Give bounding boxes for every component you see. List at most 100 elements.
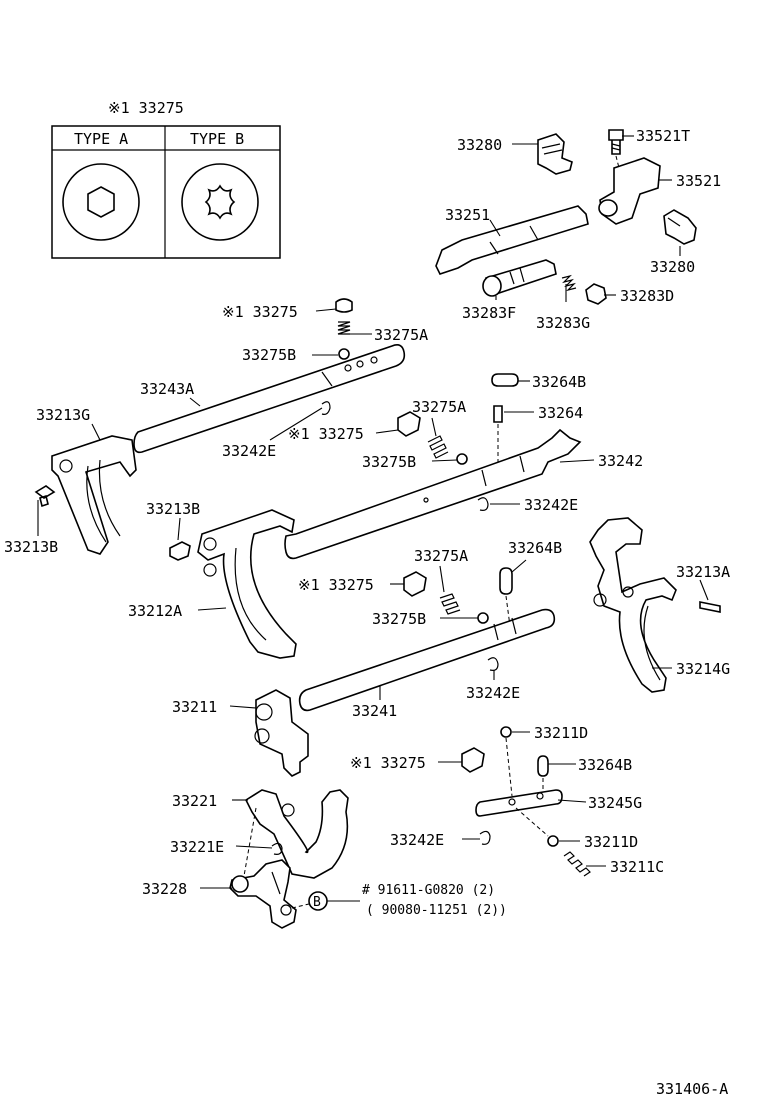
shaft-33245G xyxy=(475,789,563,817)
fork-33213G-body xyxy=(51,435,137,555)
label-33264: 33264 xyxy=(538,404,583,422)
label-33275-1: ※1 33275 xyxy=(222,303,298,321)
pin-33264B-1 xyxy=(491,373,519,387)
label-33275-3: ※1 33275 xyxy=(298,576,374,594)
circlip-33242E-1 xyxy=(321,401,331,415)
label-33242E-4: 33242E xyxy=(390,831,444,849)
spring-33275A-1 xyxy=(337,321,351,335)
pin-33213A xyxy=(699,601,721,613)
label-33211D-1: 33211D xyxy=(534,724,588,742)
bolt-33213B-left xyxy=(34,485,56,508)
bolt-33275-4 xyxy=(461,747,485,773)
label-33213A: 33213A xyxy=(676,563,730,581)
label-bolt-1: # 91611-G0820 (2) xyxy=(362,883,495,898)
type-a-label: TYPE A xyxy=(74,130,128,148)
label-bolt-2: ( 90080-11251 (2)) xyxy=(366,903,507,918)
label-33264B-2: 33264B xyxy=(508,539,562,557)
label-33211: 33211 xyxy=(172,698,217,716)
pin-33264B-2 xyxy=(499,567,513,595)
circlip-33242E-3 xyxy=(487,657,499,671)
spring-33275A-2 xyxy=(427,435,449,459)
torx-socket-icon xyxy=(204,184,236,220)
spring-33275A-3 xyxy=(439,593,461,615)
label-33264B-3: 33264B xyxy=(578,756,632,774)
label-33242E-1: 33242E xyxy=(222,442,276,460)
fork-33214G xyxy=(589,517,721,693)
label-33275B-2: 33275B xyxy=(362,453,416,471)
part-labels: 33280 33521T 33521 33251 33280 33283F 33… xyxy=(4,127,730,1098)
label-33283G: 33283G xyxy=(536,314,590,332)
circlip-33221E xyxy=(271,842,283,855)
label-33211D-2: 33211D xyxy=(584,833,638,851)
label-33221E: 33221E xyxy=(170,838,224,856)
ball-33275B-3 xyxy=(477,612,489,624)
bolt-33275-3 xyxy=(403,571,427,597)
label-33214G: 33214G xyxy=(676,660,730,678)
pin-33264 xyxy=(493,405,503,423)
shaft-33242 xyxy=(284,428,582,560)
bolt-33213B-mid xyxy=(169,541,191,561)
fork-33213G xyxy=(34,435,137,555)
plug-33280-right xyxy=(663,209,697,245)
lever-33211 xyxy=(255,689,309,777)
label-33275A-1: 33275A xyxy=(374,326,428,344)
label-33275B-3: 33275B xyxy=(372,610,426,628)
bolt-33275-1 xyxy=(335,298,353,313)
ball-33275B-1 xyxy=(338,348,350,360)
label-33242E-2: 33242E xyxy=(524,496,578,514)
label-33275B-1: 33275B xyxy=(242,346,296,364)
shaft-33241-group xyxy=(298,567,556,712)
spring-33211C xyxy=(563,851,591,877)
label-33264B-1: 33264B xyxy=(532,373,586,391)
lever-33228 xyxy=(229,859,297,929)
label-33241: 33241 xyxy=(352,702,397,720)
label-33213G: 33213G xyxy=(36,406,90,424)
label-33280-top: 33280 xyxy=(457,136,502,154)
bolt-33521T xyxy=(608,129,624,155)
diagram-id: 331406-A xyxy=(656,1080,728,1098)
label-33280-right: 33280 xyxy=(650,258,695,276)
type-b-label: TYPE B xyxy=(190,130,244,148)
label-33521T: 33521T xyxy=(636,127,690,145)
circlip-33242E-4 xyxy=(479,830,491,845)
label-33221: 33221 xyxy=(172,792,217,810)
label-33212A: 33212A xyxy=(128,602,182,620)
shaft-33242-group xyxy=(284,373,582,560)
label-33283F: 33283F xyxy=(462,304,516,322)
label-33521: 33521 xyxy=(676,172,721,190)
shift-lever-33251 xyxy=(435,205,589,275)
ball-33275B-2 xyxy=(456,453,468,465)
fork-33212A xyxy=(169,509,297,659)
shaft-33243A xyxy=(133,344,406,454)
label-33251: 33251 xyxy=(445,206,490,224)
plug-33280-top xyxy=(537,133,573,175)
spring-33283G xyxy=(561,274,577,292)
label-33275-2: ※1 33275 xyxy=(288,425,364,443)
label-33228: 33228 xyxy=(142,880,187,898)
label-33211C: 33211C xyxy=(610,858,664,876)
ball-33211D-2 xyxy=(547,835,559,847)
ball-33211D-1 xyxy=(500,726,512,738)
shaft-33241 xyxy=(298,608,556,712)
inset-type-box: ※1 33275 TYPE A TYPE B xyxy=(51,99,281,259)
hex-socket-icon xyxy=(87,186,115,218)
label-33283D: 33283D xyxy=(620,287,674,305)
label-33245G: 33245G xyxy=(588,794,642,812)
shaft-33243A-group xyxy=(133,298,406,454)
shift-head-group xyxy=(435,129,697,305)
fork-33221 xyxy=(244,789,349,879)
label-33275-4: ※1 33275 xyxy=(350,754,426,772)
label-33213B-mid: 33213B xyxy=(146,500,200,518)
circlip-33242E-2 xyxy=(477,497,489,511)
leader-lines xyxy=(37,135,709,889)
lower-group: B xyxy=(229,689,591,929)
inset-title: ※1 33275 xyxy=(108,99,184,117)
label-33275A-3: 33275A xyxy=(414,547,468,565)
fork-33212A-body xyxy=(197,509,297,659)
plug-33283D xyxy=(585,283,607,305)
pin-33264B-3 xyxy=(537,755,549,777)
label-33242: 33242 xyxy=(598,452,643,470)
label-33242E-3: 33242E xyxy=(466,684,520,702)
label-33213B-left: 33213B xyxy=(4,538,58,556)
